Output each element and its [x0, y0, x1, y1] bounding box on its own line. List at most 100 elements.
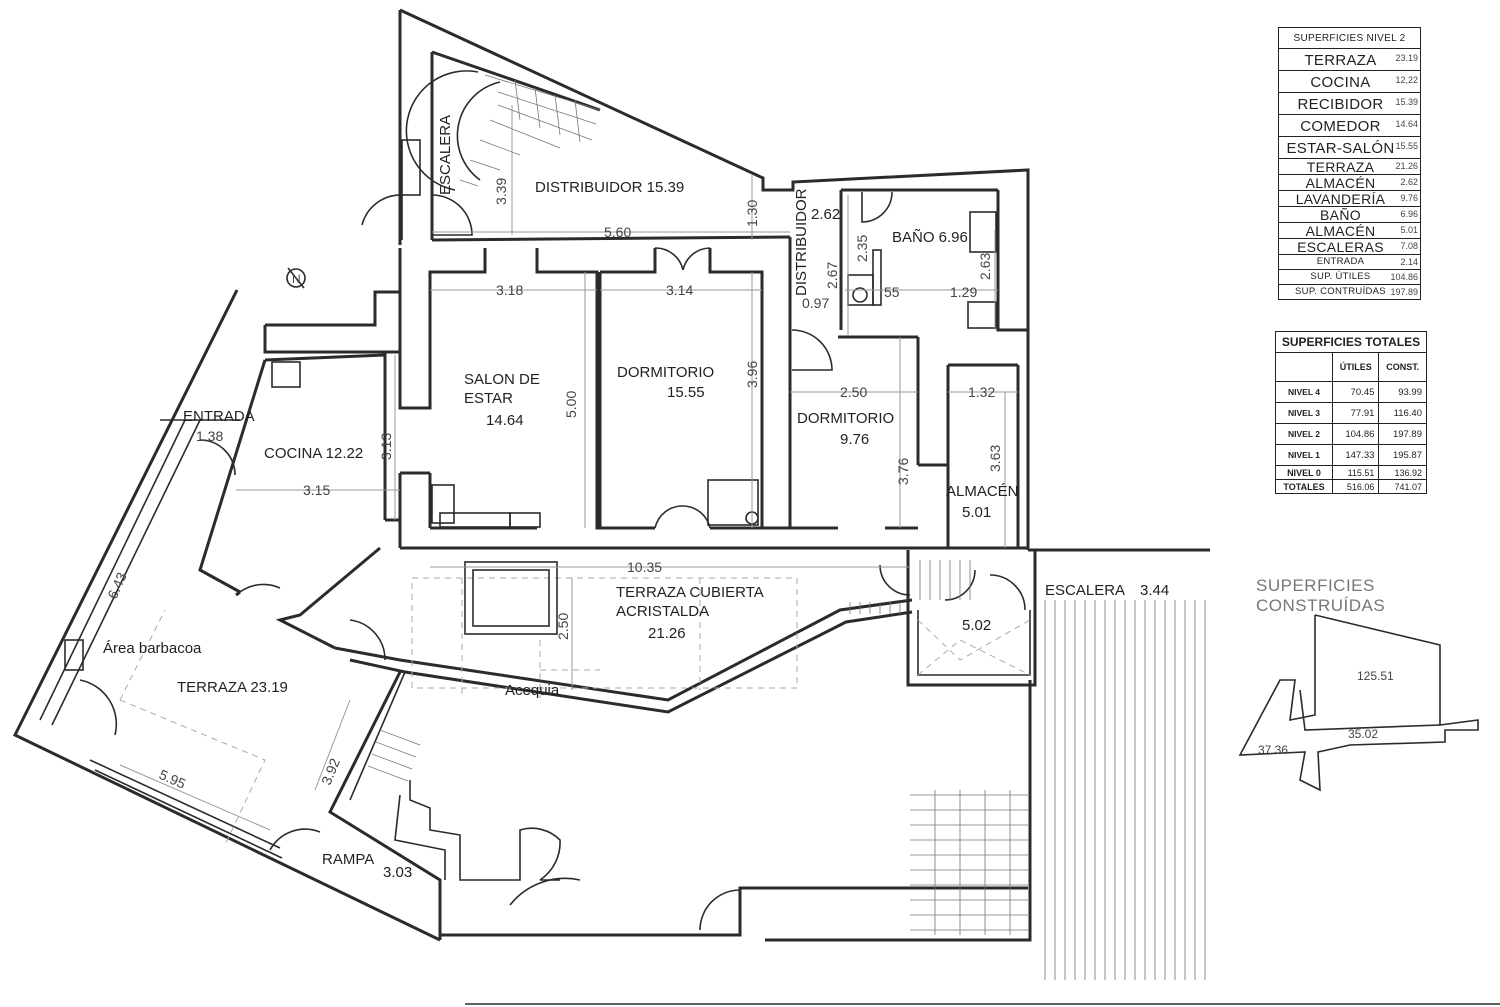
table-level2-row: RECIBIDOR 15.39: [1278, 92, 1421, 115]
table-level2-name: SUP. ÚTILES: [1310, 271, 1371, 282]
spiral-stair: [361, 70, 601, 240]
room-salon-value: 14.64: [486, 412, 524, 429]
table-superficies-totales: SUPERFICIES TOTALES ÚTILES CONST. NIVEL …: [1275, 331, 1427, 494]
dim-263: 2.63: [977, 253, 993, 280]
dim-250a: 2.50: [840, 384, 867, 400]
room-stair-value: 5.02: [962, 617, 991, 634]
table-totals-name: NIVEL 3: [1275, 402, 1333, 424]
dim-1035: 10.35: [627, 559, 662, 575]
label-acequia: Acequia: [505, 682, 560, 699]
table-level2-name: RECIBIDOR: [1297, 96, 1384, 113]
table-totals-name: NIVEL 0: [1275, 465, 1333, 480]
dim-560: 5.60: [604, 224, 631, 240]
room-entrada: ENTRADA: [183, 408, 255, 425]
table-totals-name: NIVEL 2: [1275, 423, 1333, 445]
table-totals-name: NIVEL 1: [1275, 444, 1333, 466]
room-salon-2: ESTAR: [464, 390, 513, 407]
walls: [12, 8, 1210, 942]
table-level2-value: 14.64: [1395, 119, 1418, 129]
room-terraza-cubierta-value: 21.26: [648, 625, 686, 642]
room-terraza-cubierta-2: ACRISTALDA: [616, 603, 709, 620]
table-totals-title: SUPERFICIES TOTALES: [1275, 331, 1427, 353]
dim-318: 3.18: [496, 282, 523, 298]
room-escalera-top: ESCALERA: [437, 115, 454, 195]
dim-396: 3.96: [744, 361, 760, 388]
dimension-labels: 3.39 5.60 1.30 2.35 2.67 0.97 55 1.29 2.…: [104, 178, 1003, 792]
table-level2-value: 12,22: [1395, 75, 1418, 85]
table-totals-utiles: 516.06: [1331, 479, 1380, 494]
room-escalera-right: ESCALERA: [1045, 582, 1125, 599]
table-level2-name: LAVANDERÍA: [1295, 191, 1386, 207]
room-area-barbacoa: Área barbacoa: [103, 640, 202, 657]
room-labels: DISTRIBUIDOR 15.39 ESCALERA DISTRIBUIDOR…: [103, 115, 1169, 881]
mini-plan-a: 125.51: [1357, 669, 1394, 683]
room-dormitorio-1-value: 15.55: [667, 384, 705, 401]
table-totals-name: TOTALES: [1275, 479, 1333, 494]
room-bano: BAÑO 6.96: [892, 229, 968, 246]
stair-right: [849, 560, 1031, 676]
table-totals-const: 197.89: [1378, 423, 1427, 445]
dim-376: 3.76: [895, 458, 911, 485]
room-cocina: COCINA 12.22: [264, 445, 363, 462]
room-dormitorio-1: DORMITORIO: [617, 364, 714, 381]
table-level2-value: 2.14: [1400, 257, 1418, 267]
table-level2-value: 15.39: [1395, 97, 1418, 107]
planter: [367, 729, 561, 881]
table-level2-title: SUPERFICIES NIVEL 2: [1278, 27, 1421, 49]
table-totals-blank: [1275, 352, 1333, 382]
table-totals-utiles: 115.51: [1331, 465, 1380, 480]
dim-267: 2.67: [824, 262, 840, 289]
table-level2-value: 9.76: [1400, 193, 1418, 203]
room-distribuidor-side: DISTRIBUIDOR: [793, 188, 810, 296]
dim-235: 2.35: [854, 235, 870, 262]
doors: [79, 191, 1026, 931]
dim-55: 55: [884, 284, 900, 300]
dim-315: 3.15: [303, 482, 330, 498]
table-totals-const: 116.40: [1378, 402, 1427, 424]
room-rampa-value: 3.03: [383, 864, 412, 881]
table-totals-const: 741.07: [1378, 479, 1427, 494]
table-level2-name: SUP. CONTRUÍDAS: [1295, 286, 1386, 297]
room-almacen-value: 5.01: [962, 504, 991, 521]
dim-339: 3.39: [493, 178, 509, 205]
table-totals-const: 136.92: [1378, 465, 1427, 480]
table-level2-value: 2.62: [1400, 177, 1418, 187]
table-level2-row: ALMACÉN 2.62: [1278, 174, 1421, 191]
mini-plan-b: 35.02: [1348, 727, 1378, 741]
table-level2-value: 23.19: [1395, 53, 1418, 63]
superficies-construidas-title: SUPERFICIES CONSTRUÍDAS: [1256, 576, 1386, 615]
dim-132: 1.32: [968, 384, 995, 400]
dim-129: 1.29: [950, 284, 977, 300]
table-totals-const: 93.99: [1378, 381, 1427, 403]
room-rampa: RAMPA: [322, 851, 374, 868]
room-escalera-right-value: 3.44: [1140, 582, 1169, 599]
table-level2-name: ALMACÉN: [1305, 175, 1376, 191]
north-arrow-icon: N: [286, 267, 306, 289]
room-distribuidor: DISTRIBUIDOR 15.39: [535, 179, 684, 196]
room-distribuidor-side-value: 2.62: [811, 206, 840, 223]
table-level2-name: ESCALERAS: [1297, 239, 1384, 255]
table-totals-utiles: 104.86: [1331, 423, 1380, 445]
table-level2-name: ESTAR-SALÓN: [1286, 140, 1395, 157]
table-level2-value: 15.55: [1395, 141, 1418, 151]
dim-363: 3.63: [987, 445, 1003, 472]
table-level2-name: BAÑO: [1320, 207, 1361, 223]
table-level2-name: TERRAZA: [1306, 159, 1375, 175]
table-level2-value: 6.96: [1400, 209, 1418, 219]
dim-138: 1.38: [196, 428, 223, 444]
mini-plan: 125.51 35.02 37.36: [1238, 614, 1479, 792]
table-level2-row: BAÑO 6.96: [1278, 206, 1421, 223]
table-totals-utiles: 77.91: [1331, 402, 1380, 424]
room-terraza: TERRAZA 23.19: [177, 679, 288, 696]
dim-313: 3.13: [378, 433, 394, 460]
